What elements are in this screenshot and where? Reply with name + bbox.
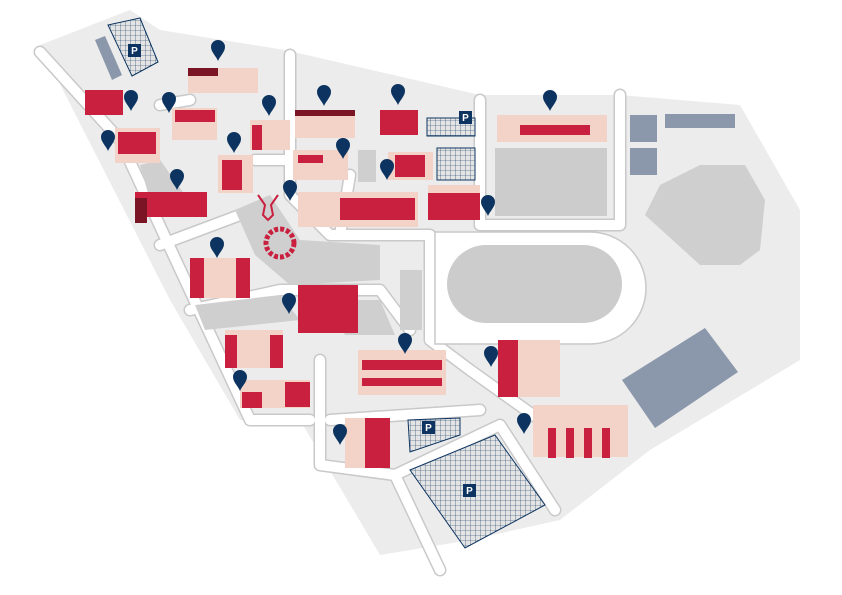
building[interactable] — [293, 150, 348, 180]
building[interactable] — [236, 258, 250, 298]
parking-signs: P P P P — [128, 44, 476, 497]
location-pin-icon[interactable] — [333, 424, 347, 445]
location-pin-icon[interactable] — [481, 195, 495, 216]
mascot-statue — [257, 194, 297, 260]
svg-text:P: P — [131, 46, 138, 57]
svg-text:P: P — [462, 113, 469, 124]
location-pins[interactable] — [101, 40, 557, 445]
roundabout-ring — [263, 226, 297, 260]
deer-head-icon — [257, 194, 279, 222]
building[interactable] — [584, 428, 592, 458]
parking-sign: P — [459, 111, 472, 124]
location-pin-icon[interactable] — [391, 84, 405, 105]
location-pin-icon[interactable] — [262, 95, 276, 116]
location-pin-icon[interactable] — [380, 159, 394, 180]
location-pin-icon[interactable] — [398, 333, 412, 354]
running-track — [434, 148, 647, 345]
parking-sign: P — [463, 484, 476, 497]
location-pin-icon[interactable] — [317, 85, 331, 106]
building[interactable] — [548, 428, 556, 458]
location-pin-icon[interactable] — [209, 236, 225, 258]
building[interactable] — [566, 428, 574, 458]
location-pin-icon[interactable] — [283, 180, 297, 201]
parking-lot — [407, 417, 461, 453]
building[interactable] — [190, 258, 204, 298]
location-pin-icon[interactable] — [170, 169, 184, 190]
location-pin-icon[interactable] — [211, 40, 225, 61]
parking-sign: P — [128, 44, 141, 57]
building[interactable] — [242, 392, 262, 408]
building[interactable] — [428, 185, 480, 193]
location-pin-icon[interactable] — [517, 413, 531, 434]
parking-lots — [107, 17, 546, 549]
building[interactable] — [225, 335, 237, 368]
location-pin-icon[interactable] — [124, 90, 138, 111]
building[interactable] — [175, 110, 215, 122]
location-pin-icon[interactable] — [336, 138, 350, 159]
location-pin-icon[interactable] — [233, 370, 247, 391]
parking-lot — [436, 147, 476, 181]
parking-lot — [409, 434, 546, 549]
building[interactable] — [395, 155, 425, 177]
building[interactable] — [135, 198, 147, 223]
location-pin-icon[interactable] — [484, 346, 498, 367]
building[interactable] — [295, 110, 355, 116]
building[interactable] — [340, 198, 415, 220]
svg-text:P: P — [425, 423, 432, 434]
buildings — [85, 68, 628, 468]
location-pin-icon[interactable] — [101, 130, 115, 151]
parking-sign: P — [422, 421, 435, 434]
building[interactable] — [285, 382, 310, 407]
building[interactable] — [365, 418, 390, 468]
location-pin-icon[interactable] — [162, 92, 176, 113]
building[interactable] — [252, 125, 262, 150]
slate-blocks — [95, 36, 738, 428]
location-pin-icon[interactable] — [543, 90, 557, 111]
building[interactable] — [222, 160, 242, 190]
building[interactable] — [358, 350, 446, 395]
building[interactable] — [520, 125, 590, 135]
building[interactable] — [498, 340, 518, 397]
svg-text:P: P — [466, 486, 473, 497]
location-pin-icon[interactable] — [227, 132, 241, 153]
building[interactable] — [298, 285, 358, 333]
location-pin-icon[interactable] — [282, 293, 296, 314]
building[interactable] — [188, 68, 218, 76]
building[interactable] — [270, 335, 283, 368]
building[interactable] — [362, 378, 442, 386]
building[interactable] — [118, 132, 156, 154]
building[interactable] — [380, 110, 418, 135]
building[interactable] — [602, 428, 610, 458]
building[interactable] — [85, 90, 123, 115]
building[interactable] — [362, 360, 442, 370]
building[interactable] — [533, 405, 628, 457]
building[interactable] — [298, 155, 323, 163]
